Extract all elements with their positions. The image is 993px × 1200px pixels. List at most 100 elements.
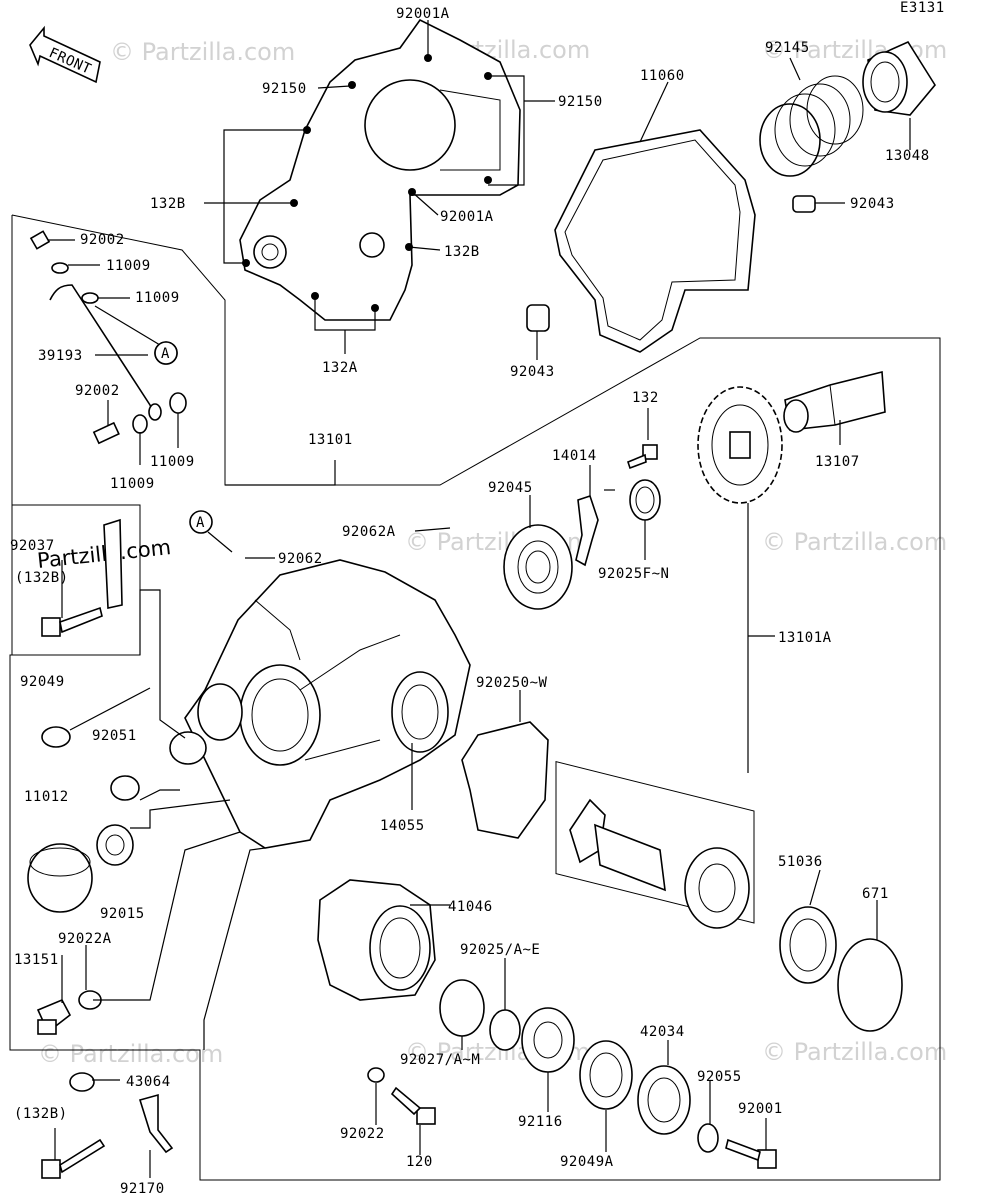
label-92002-top: 92002 (80, 232, 125, 248)
label-51036: 51036 (778, 854, 823, 870)
label-92037: 92037 (10, 538, 55, 554)
label-92051: 92051 (92, 728, 137, 744)
cover-plate (239, 18, 521, 321)
cap-11012 (27, 843, 93, 913)
label-92116: 92116 (518, 1114, 563, 1130)
grommet-43064 (69, 1072, 95, 1092)
svg-text:A: A (161, 346, 170, 362)
label-132B-paren-top: (132B) (15, 570, 69, 586)
shaft-13107 (783, 370, 886, 433)
gasket-920250-W (461, 721, 549, 839)
label-11009-d: 11009 (110, 476, 155, 492)
part-labels: 92001A 92150 92150 132B 92001A 132B 132A… (10, 6, 930, 1197)
label-92025A-E: 92025/A~E (460, 942, 540, 958)
dowel-pin-92043-top (792, 195, 816, 213)
watermark-3: © Partzilla.com (110, 38, 295, 66)
gear-13101A (697, 386, 783, 504)
label-92001: 92001 (738, 1101, 783, 1117)
bearing-92116 (521, 1007, 575, 1073)
label-132B-left: 132B (150, 196, 186, 212)
bracket-92037 (41, 518, 123, 637)
watermarks: © Partzilla.com © Partzilla.com © Partzi… (36, 36, 947, 1068)
seal-92049A (579, 1040, 633, 1110)
label-13101A: 13101A (778, 630, 832, 646)
label-13101: 13101 (308, 432, 353, 448)
label-11009-a: 11009 (106, 258, 151, 274)
watermark-5: © Partzilla.com (762, 528, 947, 556)
nut-92015 (96, 824, 134, 866)
label-920250-W: 920250~W (476, 675, 548, 691)
label-11060: 11060 (640, 68, 685, 84)
watermark-6: © Partzilla.com (38, 1040, 223, 1068)
o-ring-671 (837, 938, 903, 1032)
label-132B-right: 132B (444, 244, 480, 260)
label-671: 671 (862, 886, 889, 902)
watermark-8: © Partzilla.com (762, 1038, 947, 1066)
label-120: 120 (406, 1154, 433, 1170)
label-132: 132 (632, 390, 659, 406)
label-132B-paren-bottom: (132B) (14, 1106, 68, 1122)
label-92043-bottom: 92043 (510, 364, 555, 380)
leader-lines (48, 20, 911, 1178)
diagram-code: E3131 (900, 0, 945, 16)
reference-marker-a-1: A (154, 341, 178, 365)
main-case (169, 559, 471, 849)
seal-92051 (110, 775, 140, 801)
label-11009-b: 11009 (135, 290, 180, 306)
front-arrow-icon: FRONT (29, 25, 101, 84)
group-frames (9, 214, 941, 1181)
bolt-92001 (725, 1138, 777, 1169)
label-132A: 132A (322, 360, 358, 376)
label-92022: 92022 (340, 1126, 385, 1142)
label-92062A: 92062A (342, 524, 396, 540)
svg-text:A: A (196, 515, 205, 531)
label-92025F-N: 92025F~N (598, 566, 669, 582)
label-92001A-top: 92001A (396, 6, 450, 22)
bearing-92045 (503, 524, 573, 610)
label-92049: 92049 (20, 674, 65, 690)
label-92002-bottom: 92002 (75, 383, 120, 399)
label-92049A: 92049A (560, 1154, 614, 1170)
label-13107: 13107 (815, 454, 860, 470)
stopper-14014 (575, 494, 599, 567)
o-ring-92055 (697, 1123, 719, 1153)
label-41046: 41046 (448, 899, 493, 915)
label-92150-right: 92150 (558, 94, 603, 110)
label-92001A-mid: 92001A (440, 209, 494, 225)
reference-marker-a-2: A (189, 510, 233, 553)
coupling-13048 (862, 40, 936, 116)
drive-pinion-group (569, 798, 750, 929)
label-92045: 92045 (488, 480, 533, 496)
clamp-92170 (138, 1093, 174, 1154)
shim-92025F-N (629, 479, 661, 521)
label-92150-left: 92150 (262, 81, 307, 97)
washer-92049 (41, 726, 71, 748)
label-11009-c: 11009 (150, 454, 195, 470)
dowel-pin-92043-bottom (526, 304, 550, 332)
label-13151: 13151 (14, 952, 59, 968)
gasket-11060 (554, 129, 756, 353)
shim-92025A-E (489, 1009, 521, 1051)
gear-case-41046 (317, 879, 436, 1001)
switch-13151 (36, 998, 72, 1035)
gasket-92022 (367, 1067, 385, 1083)
label-92043-top: 92043 (850, 196, 895, 212)
label-39193: 39193 (38, 348, 83, 364)
bolt-120 (390, 1086, 436, 1125)
label-92145: 92145 (765, 40, 810, 56)
bolt-132B-bottom (41, 1138, 106, 1179)
label-14014: 14014 (552, 448, 597, 464)
spring-92145 (759, 75, 864, 177)
label-13048: 13048 (885, 148, 930, 164)
label-11012: 11012 (24, 789, 69, 805)
bushing-92027 (439, 979, 485, 1037)
label-92170: 92170 (120, 1181, 165, 1197)
label-92027A-M: 92027/A~M (400, 1052, 480, 1068)
oil-pipe-assembly (29, 230, 187, 445)
label-92062: 92062 (278, 551, 323, 567)
label-43064: 43064 (126, 1074, 171, 1090)
seal-51036 (779, 906, 837, 984)
label-92015: 92015 (100, 906, 145, 922)
label-92022A: 92022A (58, 931, 112, 947)
